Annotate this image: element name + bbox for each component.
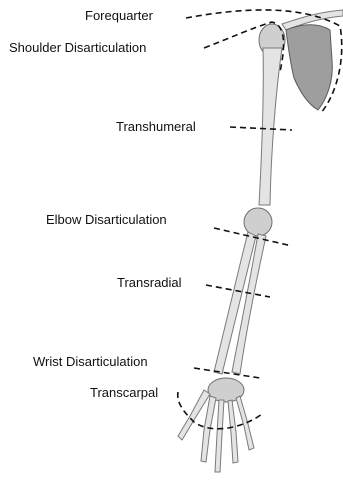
wrist-disarticulation-cut-line [194,368,260,378]
label-transhumeral: Transhumeral [116,119,196,134]
transhumeral-cut-line [230,127,292,130]
label-wrist-disarticulation: Wrist Disarticulation [33,354,148,369]
label-forequarter: Forequarter [85,8,153,23]
label-elbow-disarticulation: Elbow Disarticulation [46,212,167,227]
label-shoulder-disarticulation: Shoulder Disarticulation [9,40,146,55]
label-transradial: Transradial [117,275,182,290]
humerus [259,48,282,205]
hand-bones [178,390,254,472]
label-transcarpal: Transcarpal [90,385,158,400]
scapula [286,25,332,110]
